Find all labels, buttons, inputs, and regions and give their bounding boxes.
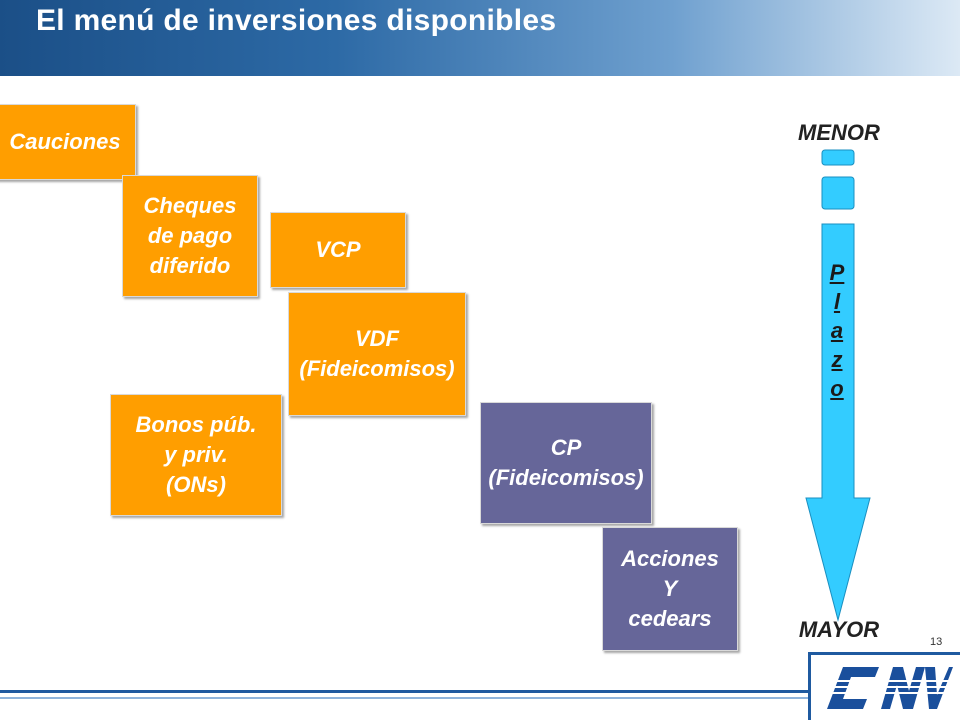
cnv-logo xyxy=(808,652,960,720)
arrow-body xyxy=(805,223,871,622)
plazo-letter: o xyxy=(830,376,844,401)
footer-divider-light xyxy=(0,697,808,699)
plazo-arrow-icon xyxy=(805,149,871,622)
box-cauciones: Cauciones xyxy=(0,104,136,180)
page-title: El menú de inversiones disponibles xyxy=(36,4,557,37)
plazo-letter: a xyxy=(830,318,844,343)
plazo-letter: P xyxy=(829,260,845,285)
title-bar: El menú de inversiones disponibles xyxy=(0,0,960,76)
arrow-segment-middle xyxy=(821,176,855,210)
plazo-letter: z xyxy=(831,347,843,372)
box-bonos: Bonos púb. y priv. (ONs) xyxy=(110,394,282,516)
footer-divider xyxy=(0,690,808,693)
arrow-segment-top xyxy=(821,149,855,166)
box-acciones-cedears: Acciones Y cedears xyxy=(602,527,738,651)
plazo-label: P l a z o xyxy=(820,258,854,403)
plazo-letter: l xyxy=(833,289,841,314)
box-vdf-fideicomisos: VDF (Fideicomisos) xyxy=(288,292,466,416)
box-cheques-pago-diferido: Cheques de pago diferido xyxy=(122,175,258,297)
box-cp-fideicomisos: CP (Fideicomisos) xyxy=(480,402,652,524)
scale-top-label: MENOR xyxy=(798,120,880,145)
box-vcp: VCP xyxy=(270,212,406,288)
scale-bottom-label: MAYOR xyxy=(798,617,880,642)
slide-number: 13 xyxy=(930,636,943,648)
cnv-logo-icon xyxy=(821,667,953,709)
